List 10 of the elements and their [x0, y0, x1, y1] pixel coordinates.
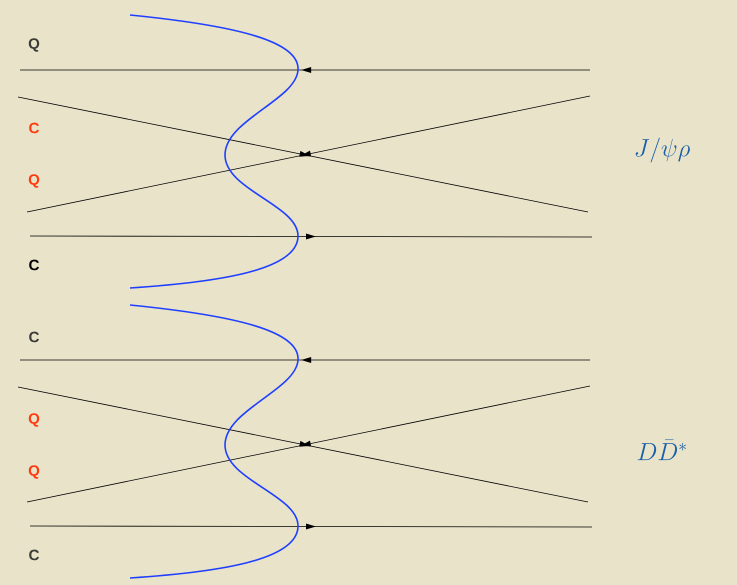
quark-label: C	[29, 550, 39, 560]
quark-label: C	[29, 260, 39, 270]
quark-label: Q	[28, 465, 40, 479]
quark-label: C	[29, 332, 39, 342]
quark-label: Q	[28, 174, 40, 188]
state-label: $J/\psi\rho$	[636, 138, 690, 162]
quark-label: Q	[28, 38, 40, 52]
quark-label: Q	[28, 413, 40, 427]
state-label: $D\bar{D}^*$	[638, 439, 686, 460]
quark-label: C	[29, 122, 39, 134]
